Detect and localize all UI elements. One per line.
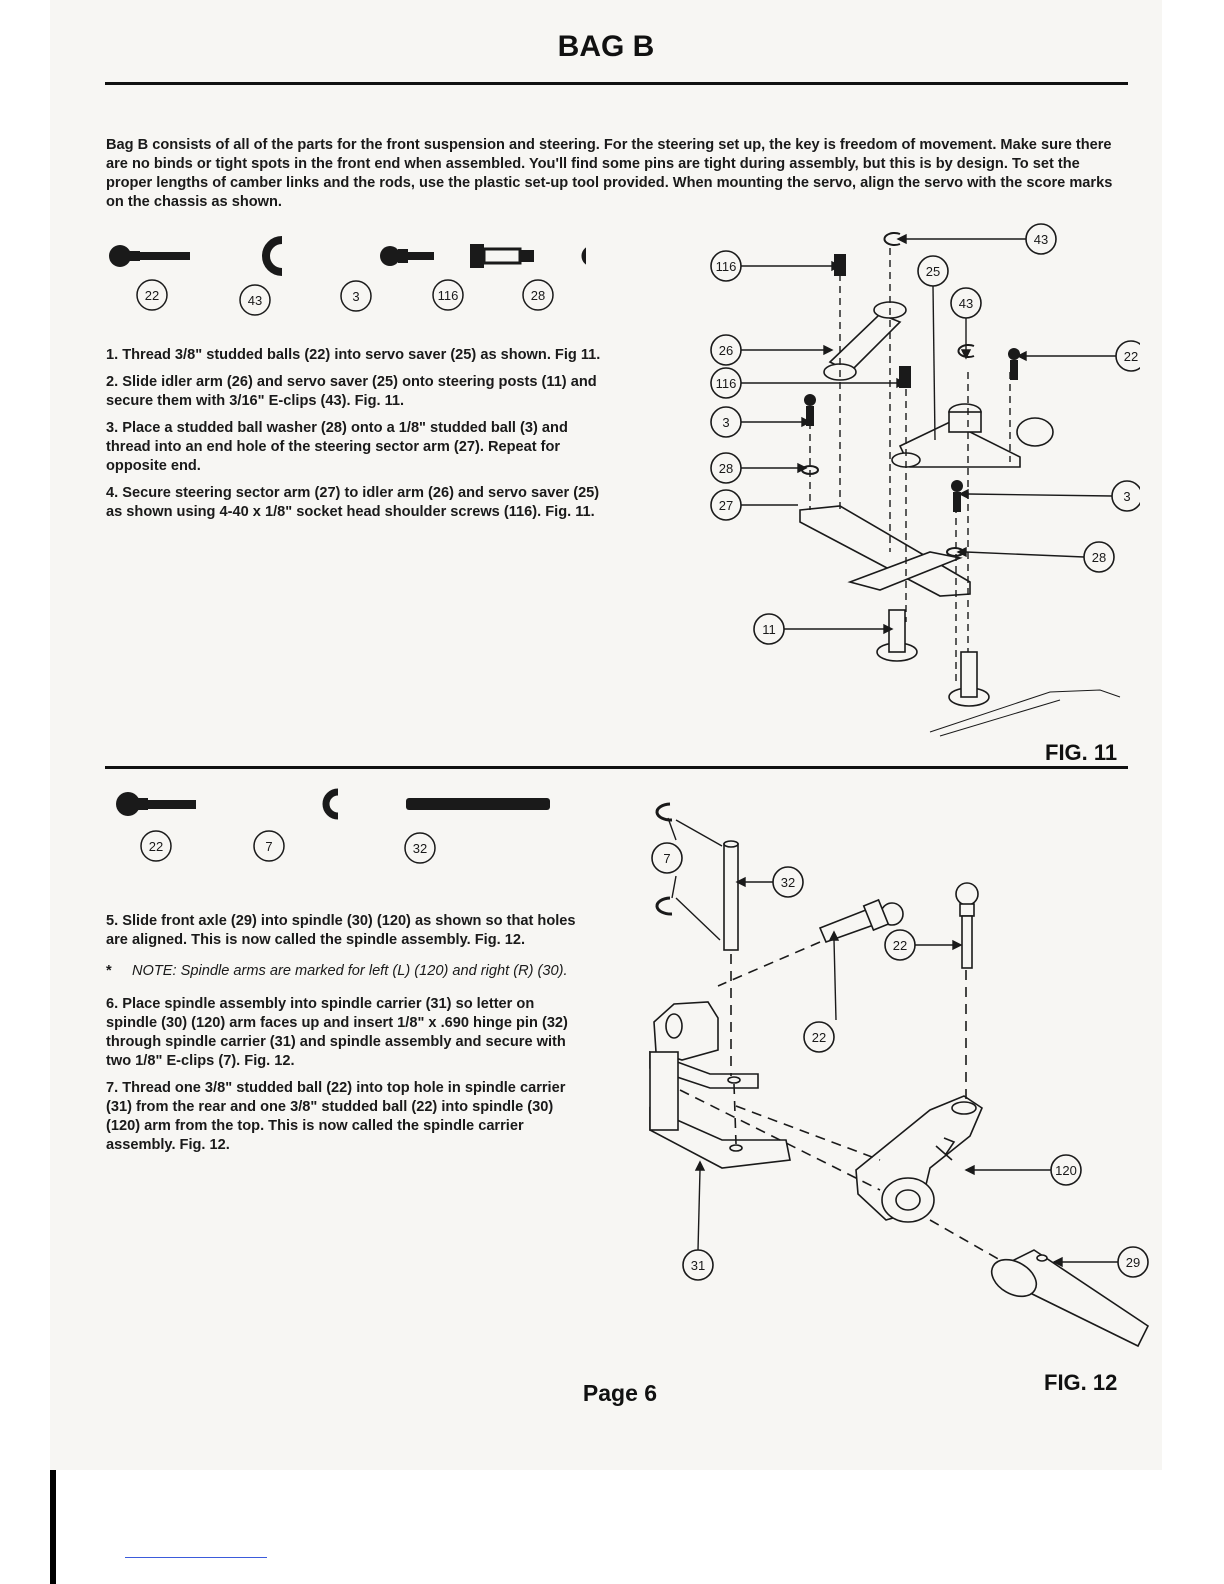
footnote-rule	[125, 1557, 267, 1558]
callout-label: 28	[1092, 550, 1106, 565]
legend-label: 32	[413, 841, 427, 856]
callout-label: 3	[722, 415, 729, 430]
fig-12-diagram: 7 32 22 22 120 31 29	[649, 802, 1150, 1348]
callout-label: 43	[1034, 232, 1048, 247]
intro-paragraph: Bag B consists of all of the parts for t…	[106, 137, 1113, 210]
callout-label: 120	[1055, 1163, 1077, 1178]
fig-12-label: FIG. 12	[1044, 1370, 1118, 1395]
fig-11-diagram: 116 26 116 3 28 27 11 43 25 43 22 3 28	[710, 223, 1140, 737]
legend-label: 7	[265, 839, 272, 854]
callout-label: 11	[762, 622, 776, 637]
manual-page: BAG B Bag B consists of all of the parts…	[50, 0, 1162, 1470]
callout-label: 27	[719, 498, 733, 513]
legend-label: 28	[531, 288, 545, 303]
step-7: 7. Thread one 3/8" studded ball (22) int…	[106, 1080, 566, 1153]
shoulder-screw-icon	[470, 244, 534, 268]
title-rule	[105, 82, 1128, 85]
callout-label: 25	[926, 264, 940, 279]
callout-label: 22	[893, 938, 907, 953]
callout-label: 22	[1124, 349, 1138, 364]
callout-label: 7	[663, 851, 670, 866]
e-clip-icon	[262, 236, 283, 276]
step-3: 3. Place a studded ball washer (28) onto…	[106, 420, 568, 474]
step-6: 6. Place spindle assembly into spindle c…	[106, 996, 568, 1069]
steps-section-2: 5. Slide front axle (29) into spindle (3…	[106, 912, 586, 1163]
legend-label: 3	[352, 289, 359, 304]
page-title: BAG B	[557, 30, 655, 63]
e-clip-icon	[322, 788, 339, 820]
callout-label: 31	[691, 1258, 705, 1273]
legend-label: 43	[248, 293, 262, 308]
legend-label: 22	[145, 288, 159, 303]
fig-11-label: FIG. 11	[1045, 740, 1118, 765]
callout-label: 29	[1126, 1255, 1140, 1270]
page-number: Page 6	[582, 1380, 658, 1406]
callout-label: 43	[959, 296, 973, 311]
step-1: 1. Thread 3/8" studded balls (22) into s…	[106, 347, 601, 363]
studded-ball-icon	[109, 245, 190, 267]
note-text: NOTE: Spindle arms are marked for left (…	[132, 963, 568, 979]
callout-label: 26	[719, 343, 733, 358]
step-5: 5. Slide front axle (29) into spindle (3…	[106, 913, 576, 948]
hinge-pin-icon	[406, 798, 550, 810]
small-studded-ball-icon	[380, 246, 434, 266]
parts-legend-bag-b: 22 43 3 116 28	[109, 236, 586, 316]
legend-label: 22	[149, 839, 163, 854]
step-4: 4. Secure steering sector arm (27) to id…	[106, 485, 600, 520]
callout-label: 3	[1123, 489, 1130, 504]
callout-label: 28	[719, 461, 733, 476]
binding-edge	[50, 1470, 56, 1584]
callout-label: 116	[716, 259, 737, 274]
parts-legend-section-2: 22 7 32	[116, 788, 550, 864]
spindle-note: * NOTE: Spindle arms are marked for left…	[106, 962, 586, 981]
callout-label: 116	[716, 376, 737, 391]
studded-ball-icon	[116, 792, 196, 816]
callout-label: 32	[781, 875, 795, 890]
legend-label: 116	[438, 288, 459, 303]
steps-section-1: 1. Thread 3/8" studded balls (22) into s…	[106, 346, 606, 530]
callout-label: 22	[812, 1030, 826, 1045]
washer-icon	[581, 247, 586, 265]
section-rule	[105, 766, 1128, 769]
note-marker: *	[106, 963, 112, 979]
step-2: 2. Slide idler arm (26) and servo saver …	[106, 374, 597, 409]
